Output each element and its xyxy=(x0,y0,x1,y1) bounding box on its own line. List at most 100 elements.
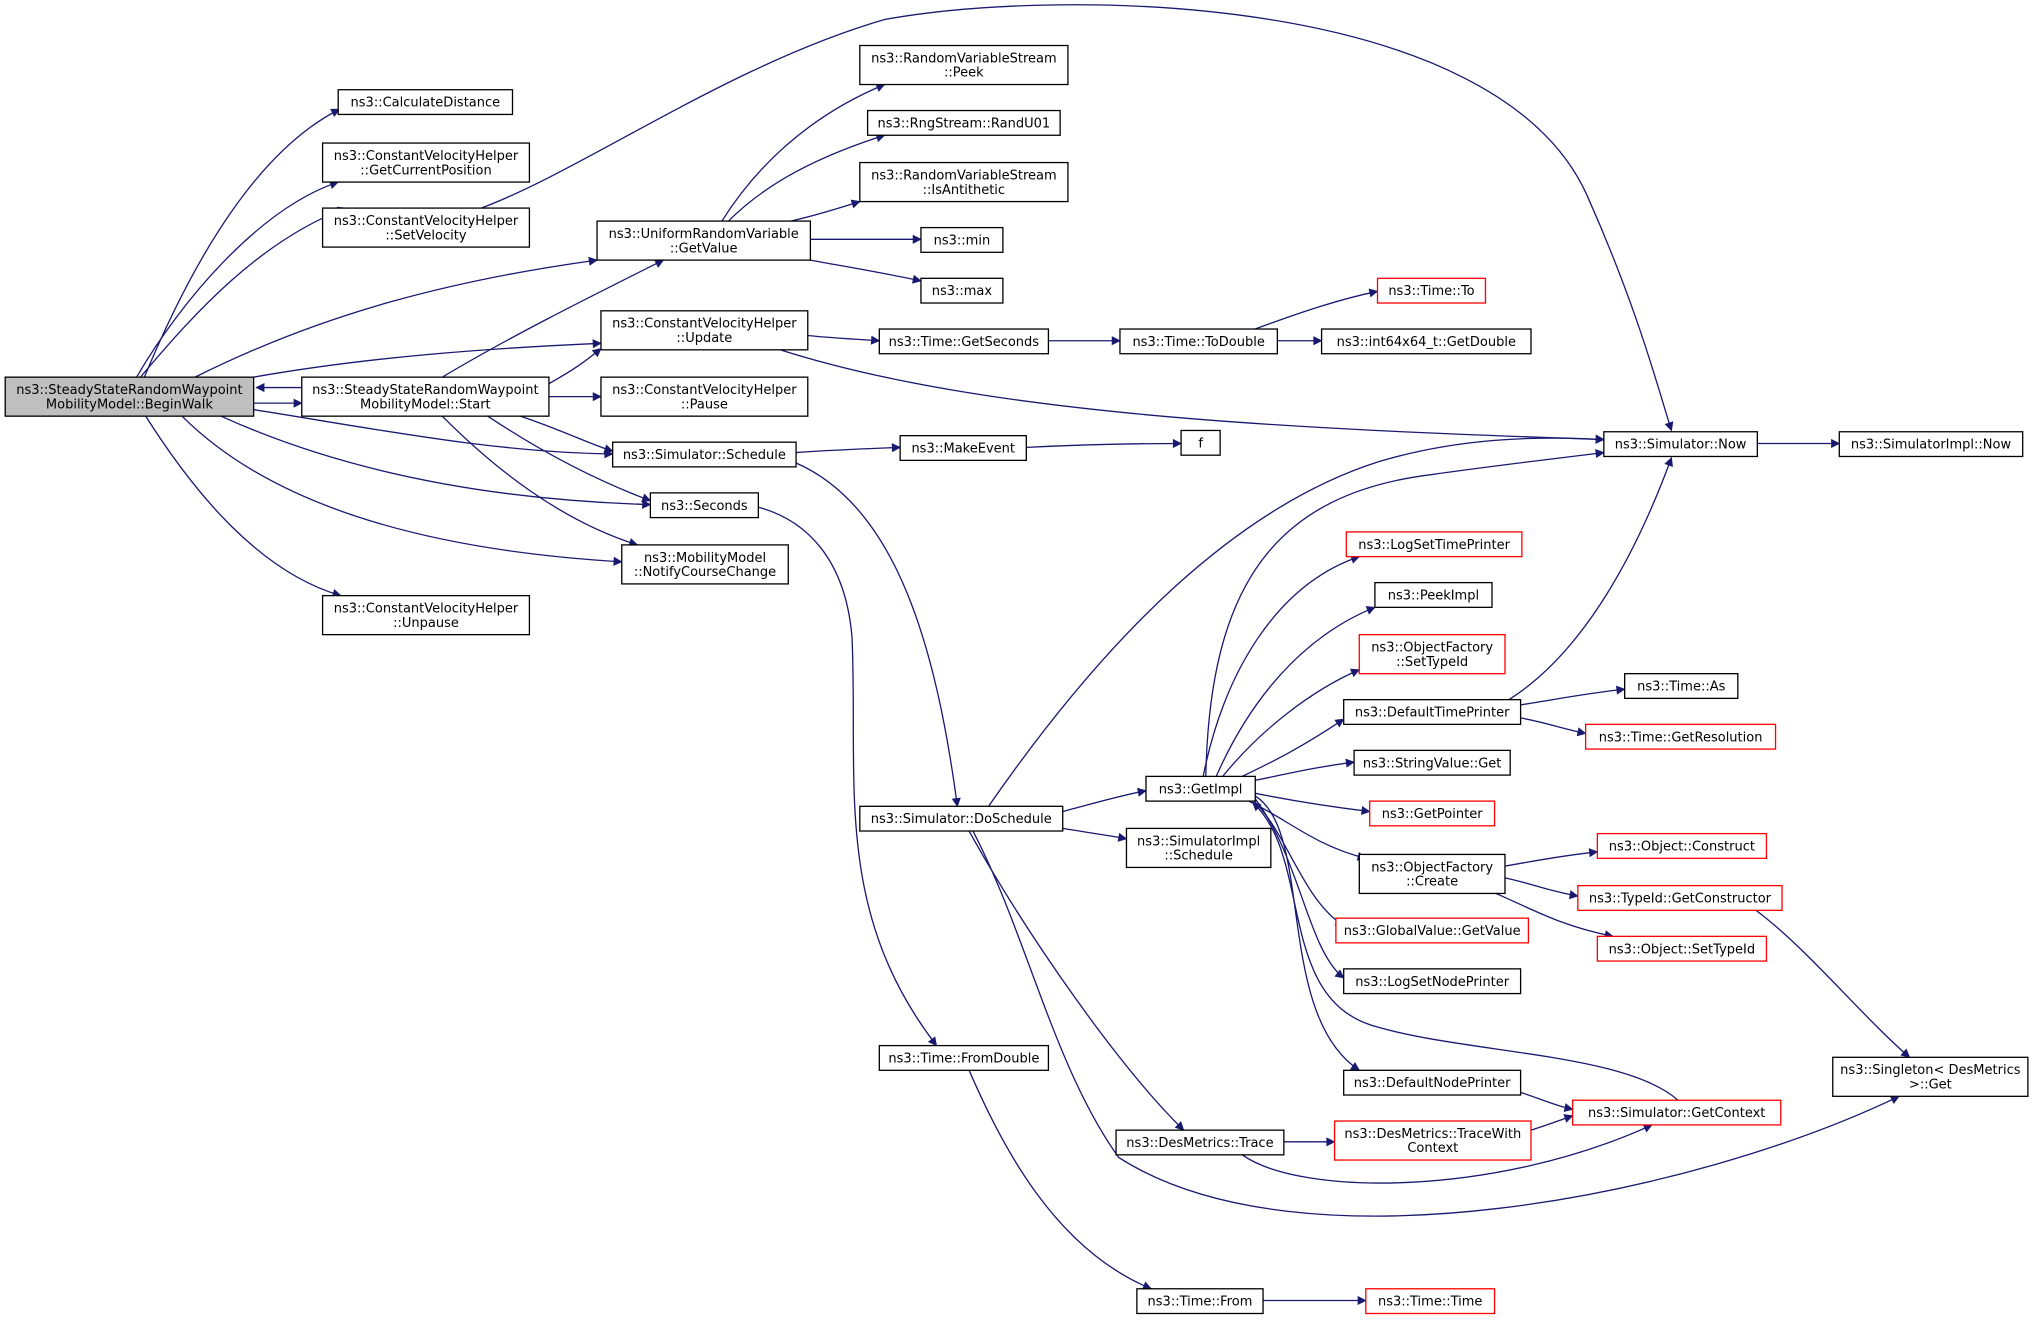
node-label: MobilityModel::BeginWalk xyxy=(46,397,213,412)
node-cvh_setvel[interactable]: ns3::ConstantVelocityHelper::SetVelocity xyxy=(321,207,531,248)
node-box xyxy=(1145,775,1256,802)
node-sim_now[interactable]: ns3::Simulator::Now xyxy=(1603,431,1758,458)
edges xyxy=(136,4,1911,1306)
node-box xyxy=(1365,1288,1496,1315)
node-box xyxy=(1345,531,1523,558)
edge-desmetrics_twc-to-sim_getcontext xyxy=(1530,1114,1574,1131)
edge-start-to-cvh_update xyxy=(548,347,602,385)
node-simimpl_schedule[interactable]: ns3::SimulatorImpl::Schedule xyxy=(1125,827,1272,869)
node-cvh_unpause[interactable]: ns3::ConstantVelocityHelper::Unpause xyxy=(321,594,531,636)
node-label: ns3::MakeEvent xyxy=(911,442,1015,457)
node-label: ns3::Singleton< DesMetrics xyxy=(1840,1063,2021,1078)
edge-time_todouble-to-time_to xyxy=(1255,288,1379,330)
node-defnodeprinter[interactable]: ns3::DefaultNodePrinter xyxy=(1343,1069,1522,1096)
node-label: ns3::Simulator::Now xyxy=(1615,438,1747,453)
edge-start-to-seconds xyxy=(487,415,652,503)
node-stringvalue_get[interactable]: ns3::StringValue::Get xyxy=(1353,749,1511,776)
node-label: ::IsAntithetic xyxy=(923,183,1005,198)
node-label: ns3::TypeId::GetConstructor xyxy=(1589,892,1772,907)
node-label: ns3::PeekImpl xyxy=(1388,589,1479,604)
node-obj_construct[interactable]: ns3::Object::Construct xyxy=(1596,832,1768,859)
node-logsettime[interactable]: ns3::LogSetTimePrinter xyxy=(1345,531,1523,558)
node-time_getres[interactable]: ns3::Time::GetResolution xyxy=(1584,723,1777,750)
node-globalvalue[interactable]: ns3::GlobalValue::GetValue xyxy=(1335,917,1530,944)
node-of_settypeid[interactable]: ns3::ObjectFactory::SetTypeId xyxy=(1358,633,1506,675)
node-time_from[interactable]: ns3::Time::From xyxy=(1136,1288,1264,1315)
node-label: ns3::DesMetrics::Trace xyxy=(1126,1136,1273,1151)
node-label: ns3::Simulator::DoSchedule xyxy=(871,812,1052,827)
node-f[interactable]: f xyxy=(1180,429,1221,456)
node-box xyxy=(596,220,812,261)
node-sim_doschedule[interactable]: ns3::Simulator::DoSchedule xyxy=(859,805,1064,832)
edge-getimpl-to-stringvalue_get xyxy=(1255,758,1356,781)
node-label: ns3::max xyxy=(932,284,993,299)
node-cvh_update[interactable]: ns3::ConstantVelocityHelper::Update xyxy=(600,310,809,351)
node-box xyxy=(859,44,1069,86)
edge-beginwalk-to-cvh_unpause xyxy=(145,415,342,598)
node-calcdist[interactable]: ns3::CalculateDistance xyxy=(337,89,514,116)
node-start[interactable]: ns3::SteadyStateRandomWaypointMobilityMo… xyxy=(301,376,550,417)
node-randu01[interactable]: ns3::RngStream::RandU01 xyxy=(866,109,1061,136)
node-box xyxy=(1838,431,2024,458)
node-urv_getvalue[interactable]: ns3::UniformRandomVariable::GetValue xyxy=(596,220,812,261)
node-box xyxy=(321,594,531,636)
edge-typeid_getctor-to-singleton xyxy=(1755,909,1911,1058)
node-rvs_peek[interactable]: ns3::RandomVariableStream::Peek xyxy=(859,44,1069,86)
node-logsetnode[interactable]: ns3::LogSetNodePrinter xyxy=(1343,968,1522,995)
node-cvh_getpos[interactable]: ns3::ConstantVelocityHelper::GetCurrentP… xyxy=(321,142,531,183)
node-label: ns3::ConstantVelocityHelper xyxy=(612,383,797,398)
node-time_as[interactable]: ns3::Time::As xyxy=(1624,673,1739,700)
node-makeevent[interactable]: ns3::MakeEvent xyxy=(899,435,1027,462)
node-notify[interactable]: ns3::MobilityModel::NotifyCourseChange xyxy=(621,544,789,585)
node-sim_getcontext[interactable]: ns3::Simulator::GetContext xyxy=(1571,1099,1782,1126)
node-label: ns3::int64x64_t::GetDouble xyxy=(1337,335,1516,350)
node-isanti[interactable]: ns3::RandomVariableStream::IsAntithetic xyxy=(859,161,1069,203)
node-time_getsec[interactable]: ns3::Time::GetSeconds xyxy=(878,328,1050,355)
node-sim_schedule[interactable]: ns3::Simulator::Schedule xyxy=(612,441,797,468)
node-getimpl[interactable]: ns3::GetImpl xyxy=(1145,775,1256,802)
node-label: ::SetTypeId xyxy=(1396,655,1468,670)
node-box xyxy=(1353,749,1511,776)
node-getpointer[interactable]: ns3::GetPointer xyxy=(1369,800,1496,827)
node-box xyxy=(600,310,809,351)
node-box xyxy=(920,226,1004,253)
edge-getimpl-to-logsetnode xyxy=(1253,796,1345,979)
node-of_create[interactable]: ns3::ObjectFactory::Create xyxy=(1358,853,1506,895)
edge-beginwalk-to-cvh_getpos xyxy=(136,180,340,378)
node-box xyxy=(1571,1099,1782,1126)
node-time_time[interactable]: ns3::Time::Time xyxy=(1365,1288,1496,1315)
node-typeid_getctor[interactable]: ns3::TypeId::GetConstructor xyxy=(1577,884,1783,911)
node-time_todouble[interactable]: ns3::Time::ToDouble xyxy=(1119,328,1279,355)
edge-urv_getvalue-to-max xyxy=(810,259,922,284)
node-simimpl_now[interactable]: ns3::SimulatorImpl::Now xyxy=(1838,431,2024,458)
edge-urv_getvalue-to-rvs_peek xyxy=(721,83,886,222)
node-box xyxy=(878,328,1050,355)
node-beginwalk[interactable]: ns3::SteadyStateRandomWaypointMobilityMo… xyxy=(4,376,255,417)
node-seconds[interactable]: ns3::Seconds xyxy=(649,492,759,519)
node-min[interactable]: ns3::min xyxy=(920,226,1004,253)
edge-getimpl-to-defnodeprinter xyxy=(1254,795,1361,1071)
node-box xyxy=(859,161,1069,203)
node-box xyxy=(1343,699,1522,726)
node-cvh_pause[interactable]: ns3::ConstantVelocityHelper::Pause xyxy=(600,376,809,417)
node-max[interactable]: ns3::max xyxy=(920,277,1004,304)
node-label: ns3::GetPointer xyxy=(1382,807,1483,822)
node-label: ns3::Simulator::Schedule xyxy=(623,448,786,463)
node-time_fromdouble[interactable]: ns3::Time::FromDouble xyxy=(878,1044,1050,1071)
node-int64getdouble[interactable]: ns3::int64x64_t::GetDouble xyxy=(1320,328,1532,355)
node-singleton[interactable]: ns3::Singleton< DesMetrics>::Get xyxy=(1832,1056,2029,1097)
node-time_to[interactable]: ns3::Time::To xyxy=(1376,277,1487,304)
node-desmetrics_trace[interactable]: ns3::DesMetrics::Trace xyxy=(1115,1129,1285,1156)
node-label: ns3::GlobalValue::GetValue xyxy=(1344,924,1521,939)
node-box xyxy=(1358,633,1506,675)
edge-getimpl-to-globalvalue xyxy=(1250,798,1345,927)
edge-beginwalk-to-cvh_setvel xyxy=(139,206,347,378)
node-label: ns3::ConstantVelocityHelper xyxy=(334,214,519,229)
node-peekimpl[interactable]: ns3::PeekImpl xyxy=(1374,581,1493,608)
node-deftimeprinter[interactable]: ns3::DefaultTimePrinter xyxy=(1343,699,1522,726)
node-obj_settypeid[interactable]: ns3::Object::SetTypeId xyxy=(1596,935,1768,962)
node-box xyxy=(1374,581,1493,608)
node-box xyxy=(899,435,1027,462)
